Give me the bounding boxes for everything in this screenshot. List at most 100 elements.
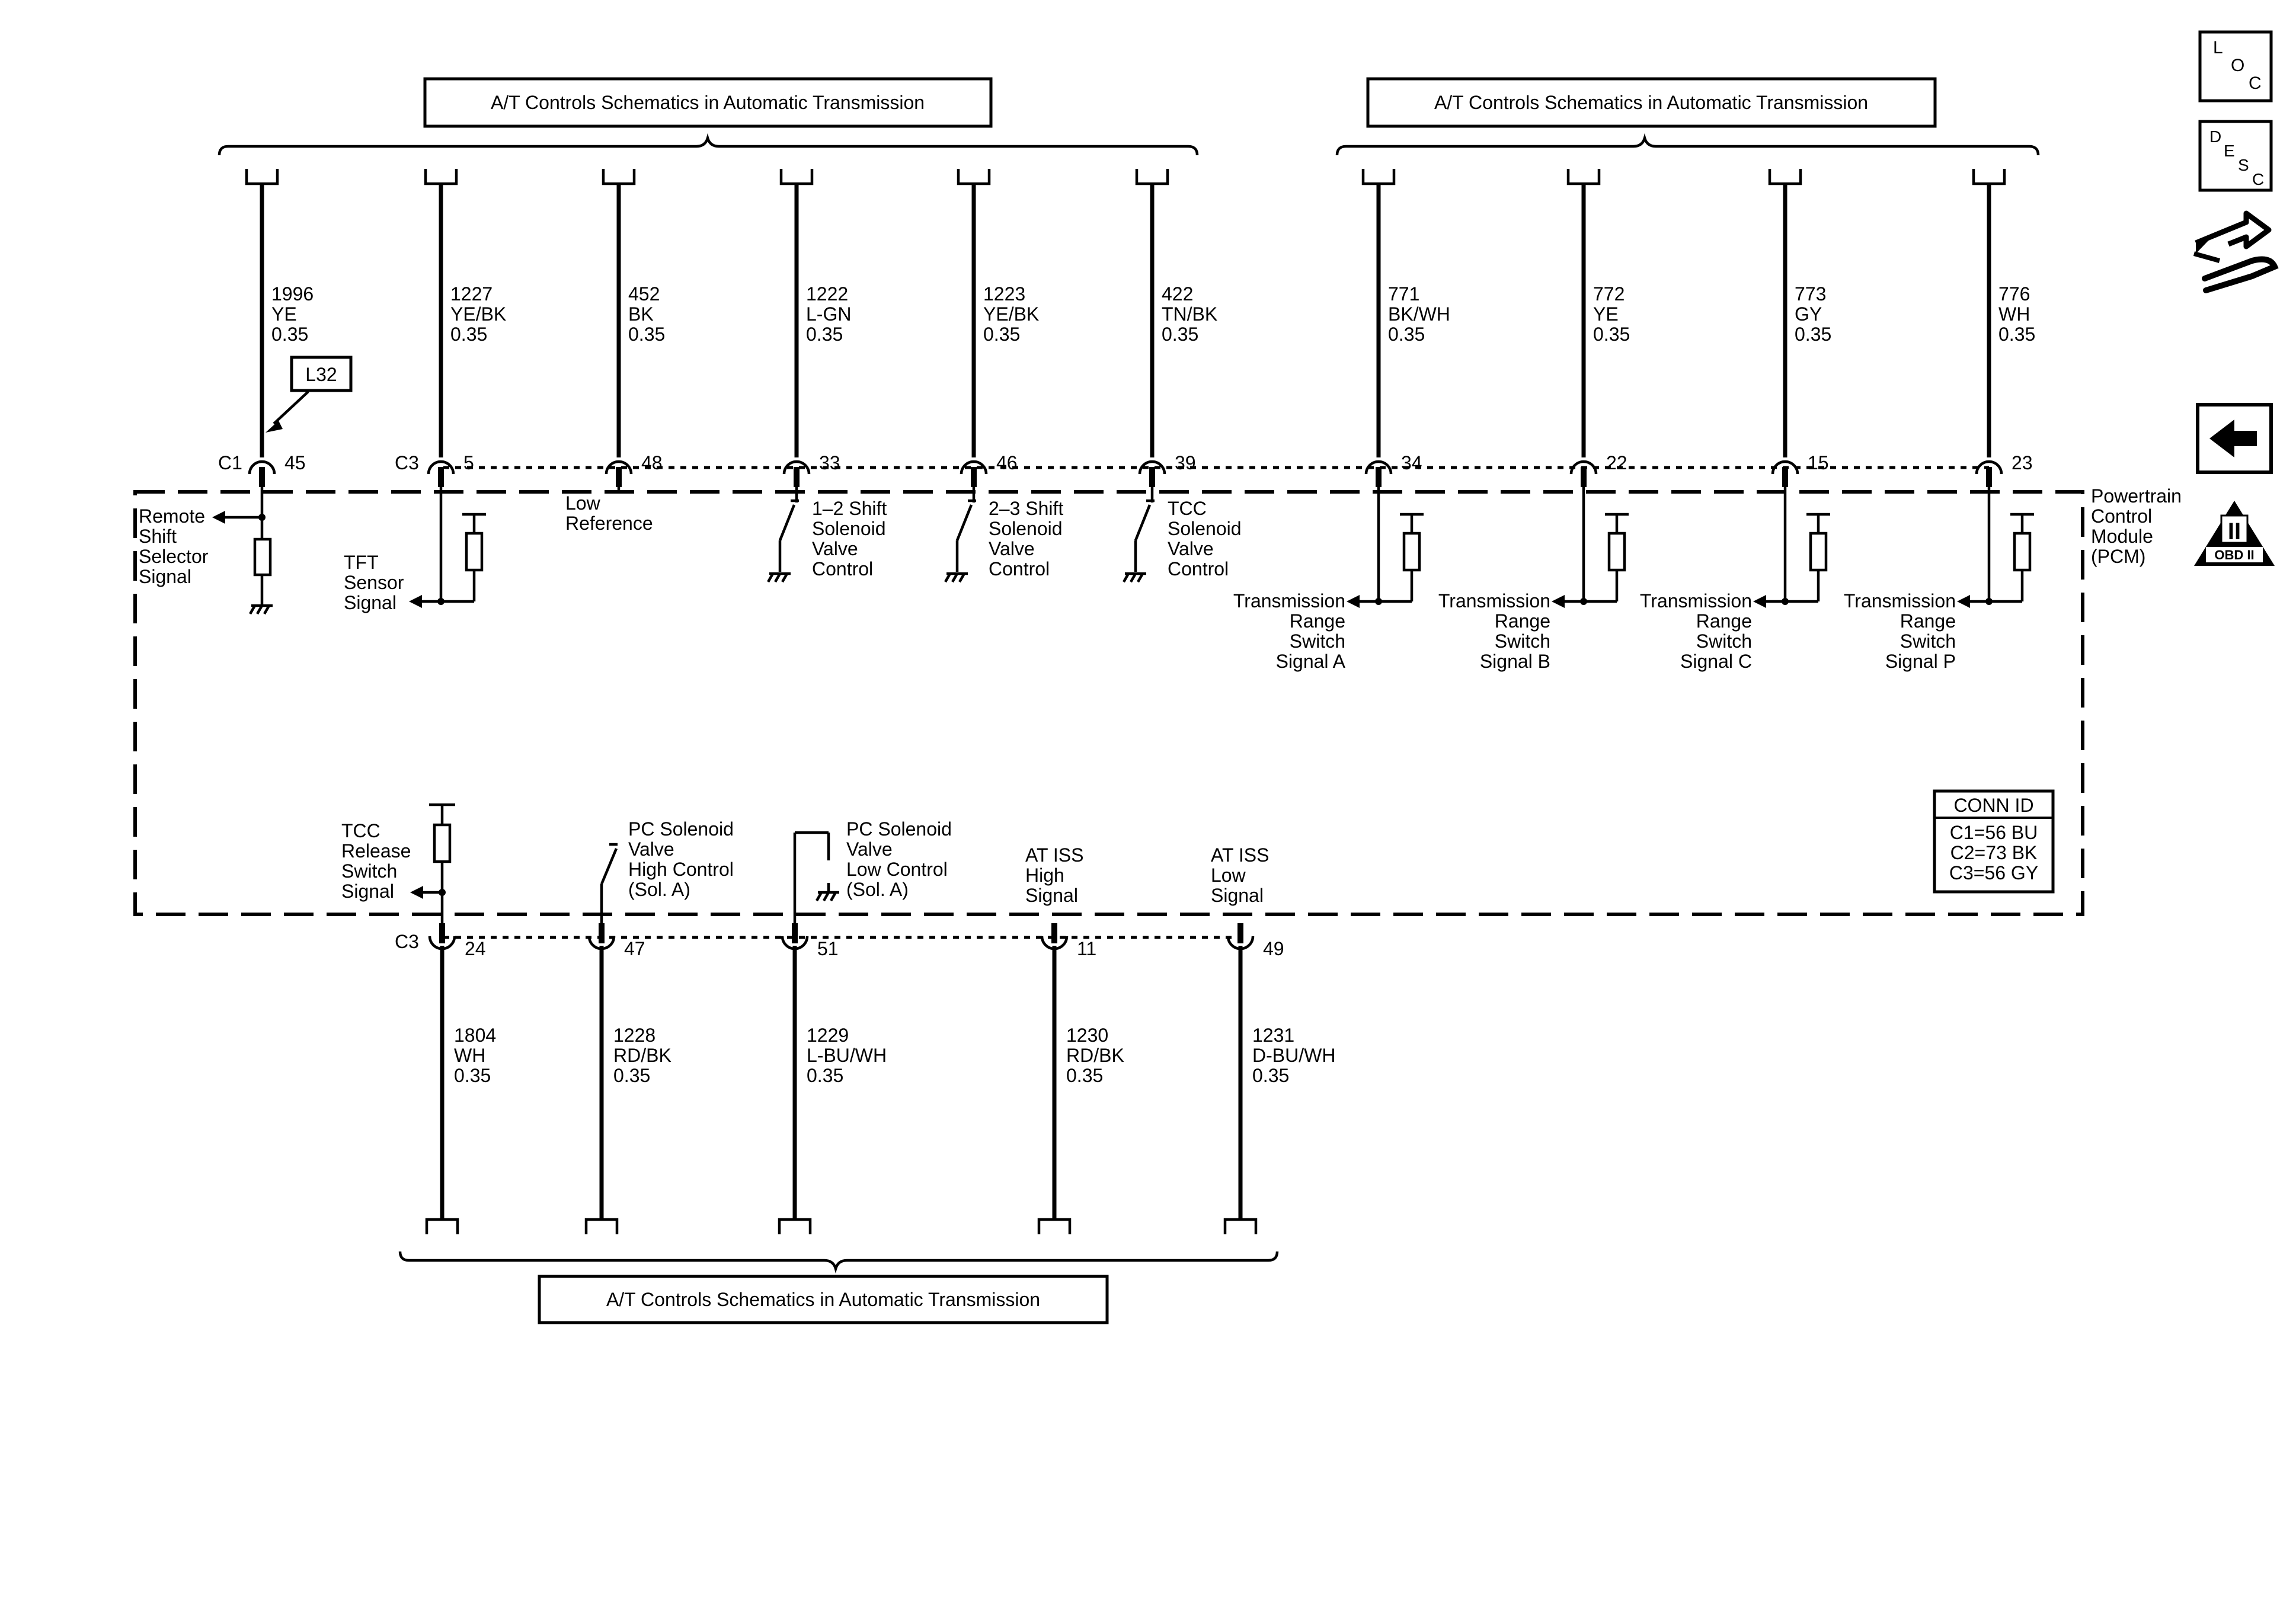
range-switch-input	[1957, 474, 2034, 608]
description-icon-letter: D	[2209, 127, 2221, 146]
conn-id-title: CONN ID	[1953, 795, 2033, 816]
wire-terminal-bottom	[1037, 1218, 1072, 1234]
description-icon[interactable]: D E S C	[2198, 120, 2273, 192]
low-reference-label: Low	[565, 492, 601, 514]
location-icon[interactable]: L O C	[2198, 30, 2273, 103]
tft-sensor-label: Signal	[344, 592, 396, 613]
wire-gauge: 0.35	[806, 324, 843, 345]
circuit-number: 1996	[271, 283, 314, 305]
range-switch-input	[1552, 474, 1629, 608]
pin-number: 39	[1175, 452, 1196, 473]
pc-solenoid-low-label: (Sol. A)	[846, 879, 909, 900]
description-icon-letter: C	[2252, 170, 2264, 188]
pin-number: 23	[2012, 452, 2033, 473]
pin-number: 11	[1077, 938, 1096, 959]
wire-terminal-bottom	[584, 1218, 619, 1234]
pin-number: 51	[817, 938, 839, 959]
brace-top-left	[218, 133, 1199, 156]
pin-number: 47	[624, 938, 645, 959]
range-switch-label: Range	[1290, 610, 1345, 632]
pc-solenoid-low-label: Valve	[846, 838, 893, 860]
at-iss-low-label: AT ISS	[1211, 844, 1269, 866]
circuit-number: 1229	[807, 1025, 849, 1046]
range-switch-group	[1347, 474, 2034, 608]
solenoid-switch	[1123, 474, 1155, 583]
wire-terminal-bottom	[425, 1218, 459, 1234]
low-reference-label: Reference	[565, 513, 653, 534]
tcc-solenoid-label: Valve	[1168, 538, 1214, 559]
wire-color: YE	[1593, 303, 1619, 325]
nav-ref-top-right[interactable]: A/T Controls Schematics in Automatic Tra…	[1366, 77, 1937, 128]
nav-ref-top-left[interactable]: A/T Controls Schematics in Automatic Tra…	[423, 77, 993, 128]
wire-color: D-BU/WH	[1252, 1045, 1335, 1066]
nav-ref-label: A/T Controls Schematics in Automatic Tra…	[606, 1289, 1040, 1310]
nav-ref-bottom[interactable]: A/T Controls Schematics in Automatic Tra…	[538, 1275, 1109, 1324]
range-switch-label: Switch	[1495, 630, 1550, 652]
wire-gauge: 0.35	[807, 1065, 843, 1086]
pc-solenoid-high-circuit	[600, 843, 618, 936]
range-switch-label: Transmission	[1844, 590, 1956, 612]
tcc-release-switch-label: TCC	[341, 820, 380, 841]
pin-number: 24	[465, 938, 486, 959]
at-iss-high-label: High	[1025, 865, 1064, 886]
description-icon-letter: S	[2238, 156, 2249, 174]
pin-number: 5	[463, 452, 474, 473]
circuit-number: 772	[1593, 283, 1625, 305]
wire-gauge: 0.35	[983, 324, 1020, 345]
obd-ii-icon[interactable]: II OBD II	[2194, 501, 2275, 566]
tft-sensor-circuit	[409, 474, 486, 608]
location-icon-letter: C	[2249, 73, 2262, 93]
module-name: Powertrain	[2091, 485, 2182, 507]
circuit-number: 1230	[1066, 1025, 1108, 1046]
wire-color: WH	[454, 1045, 485, 1066]
circuit-number: 1228	[613, 1025, 655, 1046]
wire-color: RD/BK	[613, 1045, 671, 1066]
range-switch-input	[1347, 474, 1424, 608]
back-arrow-icon[interactable]	[2196, 403, 2273, 474]
conn-id-line: C2=73 BK	[1950, 842, 2038, 863]
range-switch-input	[1753, 474, 1830, 608]
wire-gauge: 0.35	[1066, 1065, 1103, 1086]
range-switch-label: Range	[1495, 610, 1550, 632]
tcc-solenoid-label: Control	[1168, 558, 1229, 580]
nav-ref-label: A/T Controls Schematics in Automatic Tra…	[491, 92, 925, 113]
pin-number: 45	[284, 452, 306, 473]
pc-solenoid-low-label: PC Solenoid	[846, 818, 952, 840]
wire-terminal-top	[602, 169, 636, 185]
wire-gauge: 0.35	[613, 1065, 650, 1086]
at-iss-high-label: AT ISS	[1025, 844, 1083, 866]
wire-color: L-BU/WH	[807, 1045, 887, 1066]
shift-12-solenoid-label: Solenoid	[812, 518, 886, 539]
circuit-number: 1227	[450, 283, 493, 305]
label-group: RemoteShiftSelectorSignalTFTSensorSignal…	[139, 485, 2182, 906]
range-switch-label: Signal A	[1276, 651, 1346, 672]
shift-12-solenoid-label: Control	[812, 558, 873, 580]
option-tag-l32[interactable]: L32	[266, 356, 353, 433]
shift-23-solenoid-label: Solenoid	[989, 518, 1063, 539]
pin-socket	[1138, 460, 1166, 475]
remote-shift-selector-label: Shift	[139, 526, 177, 547]
remote-shift-selector-label: Signal	[139, 566, 191, 587]
circuit-number: 1231	[1252, 1025, 1294, 1046]
wire-terminal-top	[245, 169, 279, 185]
module-name: (PCM)	[2091, 546, 2145, 567]
shift-23-solenoid-label: Valve	[989, 538, 1035, 559]
pin-socket	[605, 460, 633, 475]
connector-views-icon[interactable]	[2193, 210, 2279, 293]
